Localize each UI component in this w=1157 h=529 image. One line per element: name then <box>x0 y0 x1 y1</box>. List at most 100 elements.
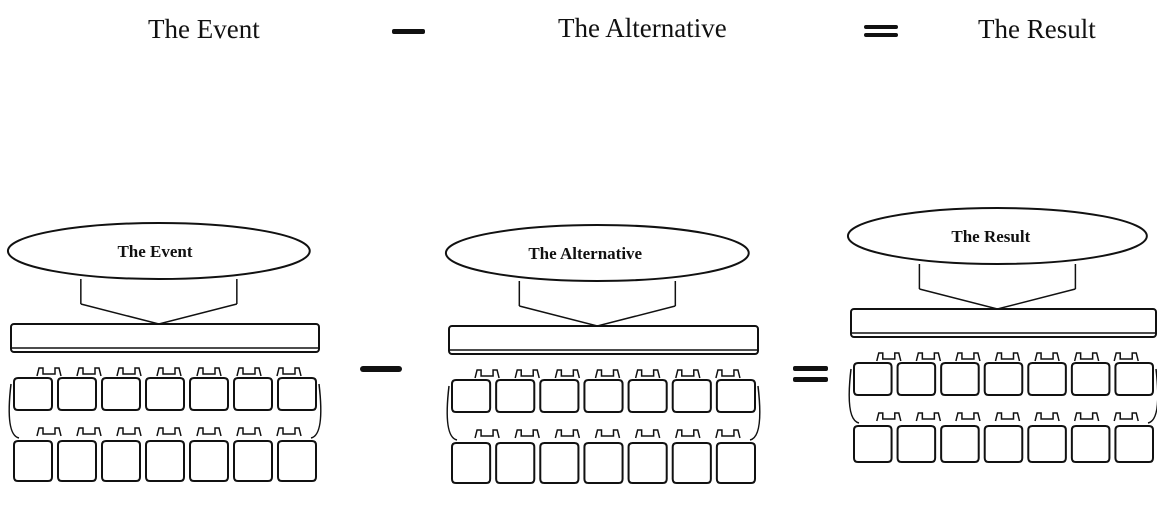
panel-alternative-connector <box>554 369 581 379</box>
panel-result-tile-row2-1 <box>853 425 893 463</box>
panel-alternative-connector <box>514 369 540 379</box>
panel-alternative-tile-row2-2 <box>495 442 536 484</box>
panel-event-row2-connector <box>36 427 62 437</box>
panel-event-left-curve <box>8 383 20 439</box>
panel-event-connector <box>236 367 262 377</box>
panel-alternative-row2-connector <box>594 429 621 439</box>
header-event-label: The Event <box>148 14 260 44</box>
panel-event-tile-row2-5 <box>189 440 229 482</box>
panel-event-tile-row2-6 <box>233 440 273 482</box>
panel-event-tile-row1-6 <box>233 377 273 411</box>
header-result-label: The Result <box>978 14 1096 44</box>
panel-result-row2-connector <box>955 412 981 422</box>
panel-alternative-connector <box>715 369 741 379</box>
panel-event-connector <box>76 367 102 377</box>
result-panel: The Result <box>846 207 1157 463</box>
panel-result-tile-row2-5 <box>1027 425 1067 463</box>
panel-result-left-curve <box>848 368 860 424</box>
panel-event-connector <box>36 367 62 377</box>
panel-event-tile-row1-2 <box>57 377 97 411</box>
panel-alternative-tile-row1-3 <box>539 379 580 413</box>
panel-alternative-connector <box>474 369 500 379</box>
panel-alternative-tile-row1-2 <box>495 379 536 413</box>
panel-event-row2-connector <box>236 427 262 437</box>
panel-result-tile-row2-7 <box>1114 425 1154 463</box>
middle-equals-bottom-bar <box>793 377 828 382</box>
panel-result-tile-row1-3 <box>940 362 980 396</box>
panel-alternative-row2-connector <box>514 429 540 439</box>
panel-event-row2-connector <box>156 427 182 437</box>
panel-alternative-tile-row1-5 <box>627 379 668 413</box>
panel-result-tile-row1-1 <box>853 362 893 396</box>
header-minus-sign <box>392 29 425 34</box>
panel-alternative-tile-row2-6 <box>671 442 712 484</box>
panel-alternative-row2-connector <box>474 429 500 439</box>
panel-result-tile-row2-2 <box>896 425 937 463</box>
panel-result-row2-connector <box>1113 412 1139 422</box>
panel-result-tile-row2-4 <box>983 425 1024 463</box>
panel-alternative-right-curve <box>749 385 761 441</box>
panel-event-top-band <box>10 323 320 353</box>
panel-result-row2-connector <box>1073 412 1100 422</box>
panel-result-row2-connector <box>1034 412 1060 422</box>
panel-event-connector <box>196 367 222 377</box>
panel-result-tile-row1-2 <box>896 362 937 396</box>
panel-event-tile-row2-7 <box>277 440 317 482</box>
event-panel: The Event <box>6 222 322 482</box>
panel-alternative-tile-row2-5 <box>627 442 668 484</box>
panel-alternative-oval-label: The Alternative <box>528 244 642 263</box>
panel-alternative-connector <box>634 369 661 379</box>
panel-result-connector <box>955 352 981 362</box>
panel-alternative-tile-row1-7 <box>715 379 756 413</box>
panel-result-tile-row2-3 <box>940 425 980 463</box>
panel-event-tile-row2-3 <box>101 440 141 482</box>
panel-event-tile-row2-2 <box>57 440 97 482</box>
header-equals-bottom-bar <box>864 33 898 37</box>
panel-result-funnel <box>919 288 1076 310</box>
header-equals-top-bar <box>864 25 898 29</box>
panel-alternative-row2-connector <box>634 429 661 439</box>
middle-minus-sign <box>360 366 402 372</box>
panel-result-connector <box>994 352 1021 362</box>
panel-result-row2-connector <box>994 412 1021 422</box>
panel-event-tile-row1-1 <box>13 377 53 411</box>
panel-result-tile-row2-6 <box>1070 425 1111 463</box>
panel-result-connector <box>1073 352 1100 362</box>
panel-event-row2-connector <box>116 427 142 437</box>
panel-alternative-connector <box>675 369 701 379</box>
panel-result-oval <box>846 207 1148 265</box>
panel-event-connector <box>116 367 142 377</box>
panel-alternative-tile-row2-4 <box>583 442 624 484</box>
panel-alternative-tile-row1-6 <box>671 379 712 413</box>
panel-alternative-tile-row2-7 <box>715 442 756 484</box>
panel-result-connector <box>876 352 902 362</box>
header-alternative-label: The Alternative <box>558 13 727 43</box>
panel-event-tile-row1-3 <box>101 377 141 411</box>
panel-event-row2-connector <box>196 427 222 437</box>
panel-event-row2-connector <box>276 427 302 437</box>
panel-event-oval <box>6 222 311 280</box>
panel-event-tile-row1-5 <box>189 377 229 411</box>
middle-equals-top-bar <box>793 366 828 371</box>
panel-event-connector <box>276 367 302 377</box>
panel-alternative-row2-connector <box>675 429 701 439</box>
panel-event-connector <box>156 367 182 377</box>
panel-event-row2-connector <box>76 427 102 437</box>
panel-result-tile-row1-4 <box>983 362 1024 396</box>
panel-event-tile-row1-7 <box>277 377 317 411</box>
panel-event-tile-row1-4 <box>145 377 185 411</box>
panel-event-oval-label: The Event <box>117 242 192 261</box>
panel-event-tile-row2-1 <box>13 440 53 482</box>
panel-result-connector <box>915 352 942 362</box>
panel-alternative-tile-row2-1 <box>451 442 492 484</box>
panel-event-tile-row2-4 <box>145 440 185 482</box>
panel-result-row2-connector <box>876 412 902 422</box>
panel-result-tile-row1-5 <box>1027 362 1067 396</box>
panel-result-tile-row1-6 <box>1070 362 1111 396</box>
panel-result-connector <box>1113 352 1139 362</box>
panel-event-funnel <box>80 303 238 325</box>
panel-result-row2-connector <box>915 412 942 422</box>
panel-alternative-funnel <box>519 305 676 327</box>
panel-alternative-tile-row1-1 <box>451 379 492 413</box>
